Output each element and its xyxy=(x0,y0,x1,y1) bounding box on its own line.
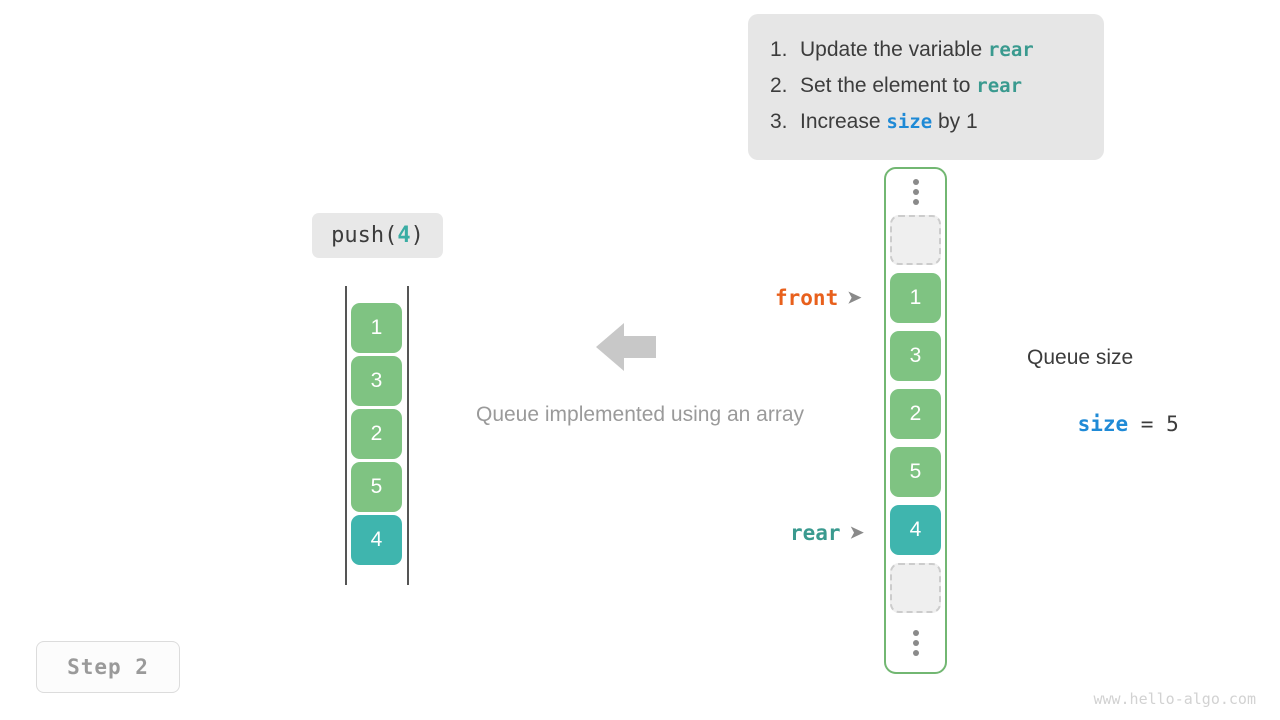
instruction-keyword-size: size xyxy=(886,111,933,133)
instruction-item: 2. Set the element to rear xyxy=(770,68,1082,104)
array-cell-empty xyxy=(890,563,941,613)
array-cell: 3 xyxy=(890,331,941,381)
front-pointer-text: front xyxy=(775,286,839,310)
left-arrow-icon xyxy=(596,323,656,371)
step-badge: Step 2 xyxy=(36,641,180,693)
array-cell: 3 xyxy=(351,356,402,406)
left-array-visualization: 1 3 2 5 4 xyxy=(345,286,409,585)
size-variable-name: size xyxy=(1077,412,1129,436)
vertical-ellipsis-icon-bottom xyxy=(886,620,945,666)
array-cell-highlighted: 4 xyxy=(890,505,941,555)
instruction-text-suffix: by 1 xyxy=(932,110,978,133)
queue-size-expression: size = 5 xyxy=(1027,373,1179,475)
pointer-arrowhead-icon: ➤ xyxy=(849,523,864,542)
array-bracket-right xyxy=(407,286,409,585)
array-cell-empty xyxy=(890,215,941,265)
rear-pointer-label: rear ➤ xyxy=(790,521,864,545)
instruction-item: 3. Increase size by 1 xyxy=(770,104,1082,140)
front-pointer-label: front ➤ xyxy=(775,286,861,310)
queue-size-title: Queue size xyxy=(1027,346,1134,369)
array-bracket-left xyxy=(345,286,347,585)
array-cell: 5 xyxy=(890,447,941,497)
circular-array-cells: 1 3 2 5 4 xyxy=(890,215,941,621)
instruction-text: Increase xyxy=(800,110,887,133)
vertical-ellipsis-icon-top xyxy=(886,169,945,215)
instruction-text: Update the variable xyxy=(800,38,988,61)
instruction-panel: 1. Update the variable rear 2. Set the e… xyxy=(748,14,1104,160)
watermark: www.hello-algo.com xyxy=(1093,690,1256,708)
circular-array-visualization: 1 3 2 5 4 xyxy=(884,167,947,674)
instruction-number: 3. xyxy=(770,110,788,133)
pointer-arrowhead-icon: ➤ xyxy=(847,288,862,307)
array-cell: 2 xyxy=(890,389,941,439)
array-cell: 1 xyxy=(351,303,402,353)
instruction-number: 1. xyxy=(770,38,788,61)
left-array-cells: 1 3 2 5 4 xyxy=(351,303,402,568)
instruction-item: 1. Update the variable rear xyxy=(770,32,1082,68)
array-cell-highlighted: 4 xyxy=(351,515,402,565)
operation-value: 4 xyxy=(397,223,411,248)
queue-size-readout: Queue size size = 5 xyxy=(1027,343,1179,475)
rear-pointer-text: rear xyxy=(790,521,841,545)
array-cell: 1 xyxy=(890,273,941,323)
instruction-text: Set the element to xyxy=(800,74,977,97)
operation-name: push( xyxy=(331,223,398,248)
operation-close-paren: ) xyxy=(410,223,424,248)
instruction-keyword-rear: rear xyxy=(987,39,1034,61)
size-equals: = xyxy=(1128,412,1167,436)
diagram-caption: Queue implemented using an array xyxy=(475,403,805,426)
instruction-number: 2. xyxy=(770,74,788,97)
array-cell: 5 xyxy=(351,462,402,512)
operation-label: push(4) xyxy=(312,213,443,258)
size-value: 5 xyxy=(1166,412,1179,436)
instruction-keyword-rear: rear xyxy=(976,75,1023,97)
array-cell: 2 xyxy=(351,409,402,459)
